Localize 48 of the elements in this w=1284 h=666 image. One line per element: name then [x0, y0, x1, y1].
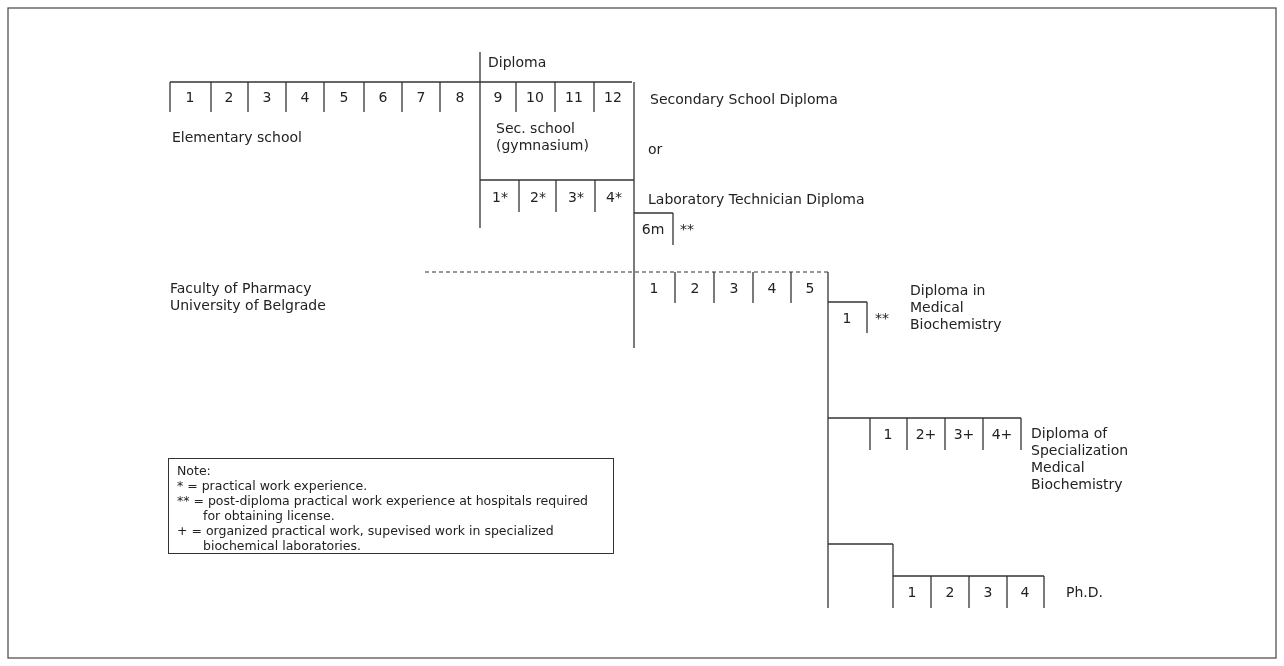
year-number: 2 — [690, 279, 700, 297]
stage-label: or — [648, 140, 663, 158]
note-text: Note: — [177, 463, 212, 478]
year-number: 4+ — [991, 425, 1013, 443]
institution-label: Faculty of Pharmacy University of Belgrade — [170, 280, 327, 314]
year-number: 1 — [185, 88, 195, 106]
year-number: 6m — [641, 220, 665, 238]
year-number: 2 — [945, 583, 955, 601]
year-number: 4 — [767, 279, 777, 297]
year-number: 3 — [262, 88, 272, 106]
year-number: 4* — [606, 188, 622, 206]
year-number: 8 — [455, 88, 465, 106]
diploma-label: Laboratory Technician Diploma — [648, 190, 865, 208]
year-number: 6 — [378, 88, 388, 106]
year-number: 4 — [1020, 583, 1030, 601]
year-number: 5 — [339, 88, 349, 106]
footnote-mark: ** — [680, 220, 694, 238]
year-number: 7 — [416, 88, 426, 106]
year-number: 10 — [526, 88, 544, 106]
note-text: ** = post-diploma practical work experience at hospitals required for obtaining license. — [177, 493, 590, 523]
year-number: 11 — [565, 88, 583, 106]
year-number: 12 — [604, 88, 622, 106]
year-number: 3* — [568, 188, 584, 206]
year-number: 9 — [493, 88, 503, 106]
diploma-label: Diploma in Medical Biochemistry — [910, 282, 1003, 333]
year-number: 1 — [907, 583, 917, 601]
year-number: 5 — [805, 279, 815, 297]
year-number: 4 — [300, 88, 310, 106]
note-text: * = practical work experience. — [177, 478, 369, 493]
year-number: 1 — [842, 309, 852, 327]
stage-label: Diploma — [488, 53, 547, 71]
year-number: 2 — [224, 88, 234, 106]
note-box — [168, 458, 614, 554]
stage-label: Sec. school (gymnasium) — [496, 120, 590, 154]
note-text: + = organized practical work, supevised work in specialized biochemical laboratories. — [177, 523, 555, 553]
year-number: 2+ — [915, 425, 937, 443]
year-number: 1* — [492, 188, 508, 206]
year-number: 3 — [729, 279, 739, 297]
diploma-label: Ph.D. — [1066, 583, 1103, 601]
year-number: 2* — [530, 188, 546, 206]
year-number: 3+ — [953, 425, 975, 443]
year-number: 1 — [883, 425, 893, 443]
year-number: 3 — [983, 583, 993, 601]
diploma-label: Secondary School Diploma — [650, 90, 838, 108]
footnote-mark: ** — [875, 309, 889, 327]
stage-label: Elementary school — [172, 128, 302, 146]
diploma-label: Diploma of Specialization Medical Biochemistry — [1031, 425, 1130, 493]
year-number: 1 — [649, 279, 659, 297]
